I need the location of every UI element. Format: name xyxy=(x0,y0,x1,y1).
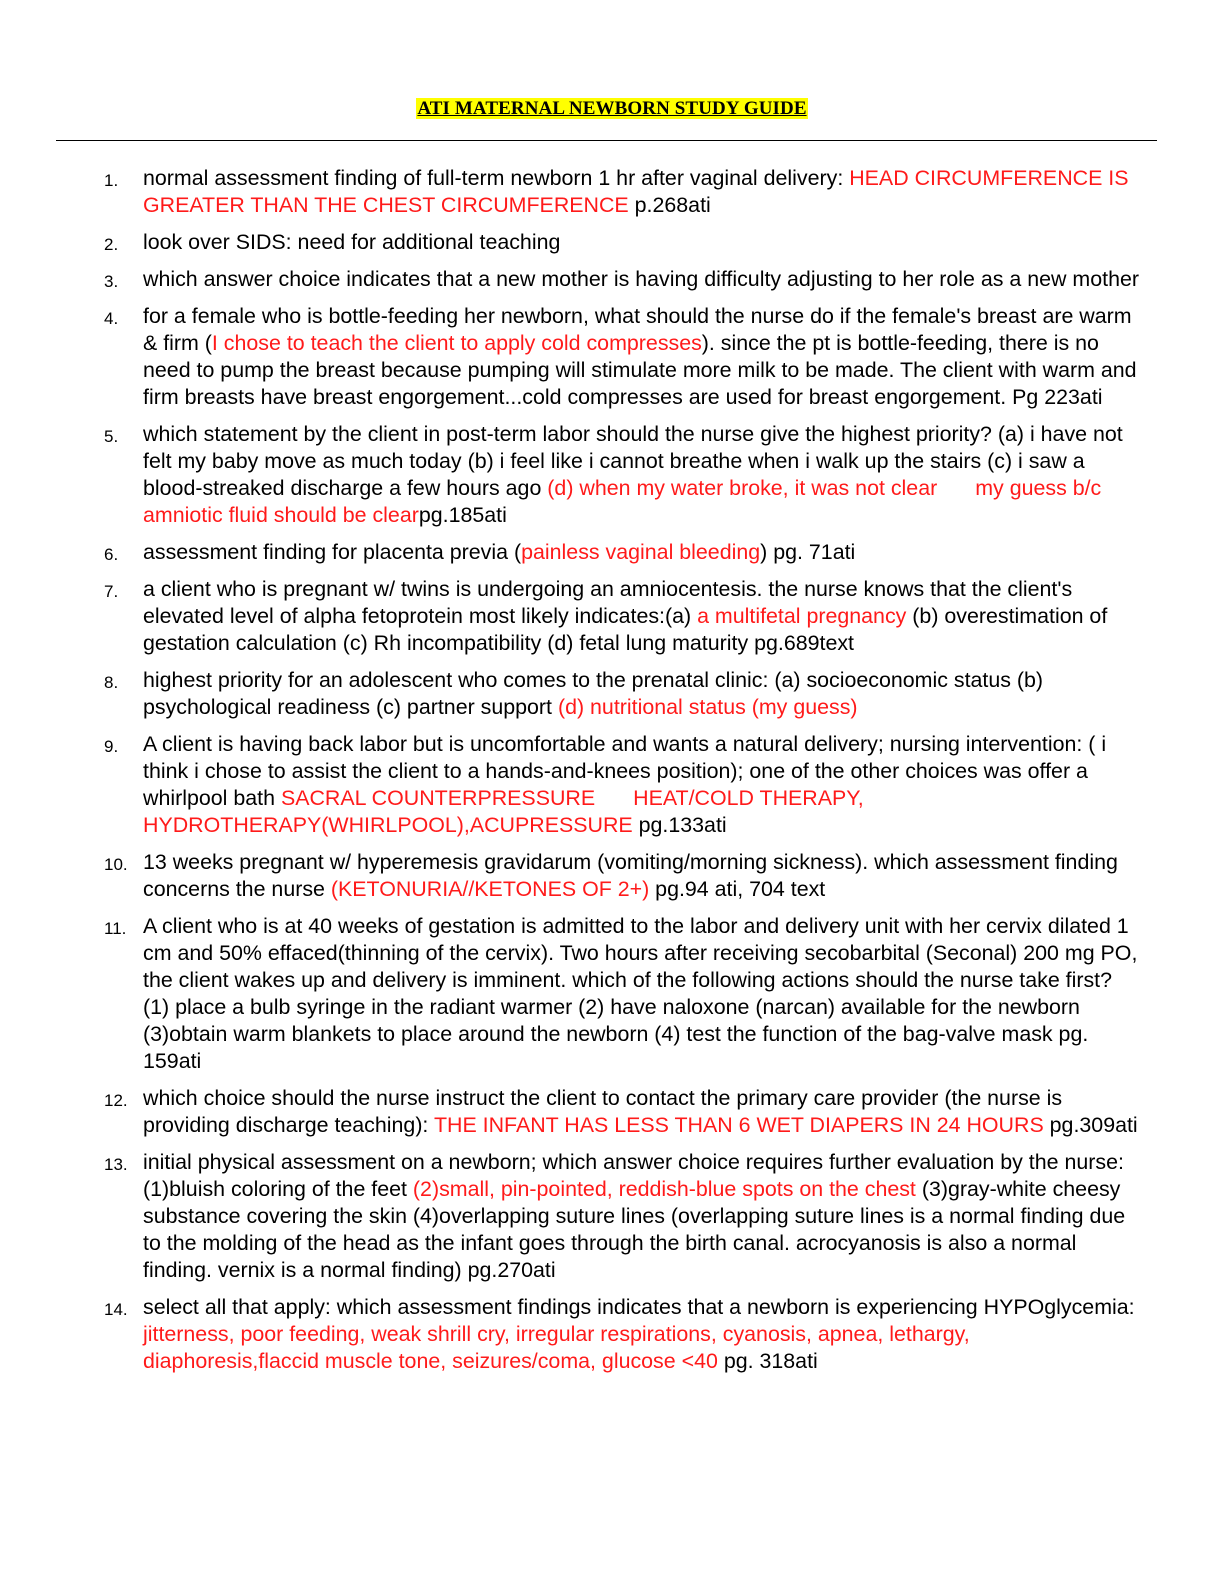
item-number: 10. xyxy=(104,855,128,874)
item-number: 5. xyxy=(104,427,119,446)
list-item: 13. initial physical assessment on a newb… xyxy=(104,1149,1144,1284)
title-divider xyxy=(56,140,1157,141)
answer-text: HEAD CIRCUMFERENCE IS GREATER THAN THE C… xyxy=(143,166,1129,217)
answer-text: I chose to teach the client to apply col… xyxy=(211,331,702,355)
question-text: pg.185ati xyxy=(418,503,507,527)
item-number: 8. xyxy=(104,673,119,692)
list-item: 3. which answer choice indicates that a n… xyxy=(104,266,1144,293)
answer-text: (KETONURIA//KETONES OF 2+) xyxy=(330,877,650,901)
question-text: initial physical assessment on a newborn… xyxy=(143,1150,1124,1201)
list-item: 9. A client is having back labor but is u… xyxy=(104,731,1144,839)
study-guide-list: 1. normal assessment finding of full-term… xyxy=(104,165,1144,1385)
question-text: p.268ati xyxy=(628,193,711,217)
item-number: 11. xyxy=(104,919,127,938)
item-number: 1. xyxy=(104,171,119,190)
item-number: 13. xyxy=(104,1155,128,1174)
question-text: ) pg. 71ati xyxy=(760,540,856,564)
answer-text: THE INFANT HAS LESS THAN 6 WET DIAPERS I… xyxy=(433,1113,1044,1137)
item-number: 7. xyxy=(104,582,119,601)
answer-text: a multifetal pregnancy xyxy=(697,604,907,628)
question-text: highest priority for an adolescent who c… xyxy=(143,668,1044,719)
page-title: ATI MATERNAL NEWBORN STUDY GUIDE xyxy=(416,98,808,119)
answer-text: painless vaginal bleeding xyxy=(521,540,761,564)
question-text: (b) overestimation of gestation calculat… xyxy=(143,604,1108,655)
question-text: A client is having back labor but is unc… xyxy=(143,732,1107,810)
title-container: ATI MATERNAL NEWBORN STUDY GUIDE xyxy=(0,98,1224,120)
answer-text: jitterness, poor feeding, weak shrill cr… xyxy=(143,1322,970,1373)
list-item: 10. 13 weeks pregnant w/ hyperemesis grav… xyxy=(104,849,1144,903)
list-item: 2. look over SIDS: need for additional te… xyxy=(104,229,1144,256)
question-text: pg.133ati xyxy=(632,813,727,837)
item-number: 4. xyxy=(104,309,119,328)
question-text: look over SIDS: need for additional teac… xyxy=(143,230,561,254)
list-item: 7. a client who is pregnant w/ twins is u… xyxy=(104,576,1144,657)
question-text: which choice should the nurse instruct t… xyxy=(143,1086,1063,1137)
item-number: 9. xyxy=(104,737,119,756)
question-text: select all that apply: which assessment … xyxy=(143,1295,1135,1319)
list-item: 5. which statement by the client in post-… xyxy=(104,421,1144,529)
question-text: which answer choice indicates that a new… xyxy=(143,267,1139,291)
list-item: 4. for a female who is bottle-feeding her… xyxy=(104,303,1144,411)
question-text: A client who is at 40 weeks of gestation… xyxy=(143,914,1138,1073)
answer-text: (d) when my water broke, it was not clea… xyxy=(547,476,938,500)
list-item: 8. highest priority for an adolescent who… xyxy=(104,667,1144,721)
list-item: 12. which choice should the nurse instruc… xyxy=(104,1085,1144,1139)
item-number: 2. xyxy=(104,235,119,254)
answer-text: (2)small, pin-pointed, reddish-blue spot… xyxy=(412,1177,916,1201)
item-number: 12. xyxy=(104,1091,128,1110)
question-text: ). since the pt is bottle-feeding, there… xyxy=(143,331,1137,409)
question-text: normal assessment finding of full-term n… xyxy=(143,166,850,190)
item-number: 3. xyxy=(104,272,119,291)
question-text: 13 weeks pregnant w/ hyperemesis gravida… xyxy=(143,850,1118,901)
question-text: which statement by the client in post-te… xyxy=(143,422,1123,500)
item-number: 6. xyxy=(104,545,119,564)
question-text: (3)gray-white cheesy substance covering … xyxy=(143,1177,1126,1282)
answer-text: my guess b/c amniotic fluid should be cl… xyxy=(143,476,1102,527)
question-text: a client who is pregnant w/ twins is und… xyxy=(143,577,1073,628)
answer-text: HEAT/COLD THERAPY, HYDROTHERAPY(WHIRLPOO… xyxy=(143,786,864,837)
item-number: 14. xyxy=(104,1300,128,1319)
list-item: 1. normal assessment finding of full-term… xyxy=(104,165,1144,219)
answer-text: (d) nutritional status (my guess) xyxy=(557,695,858,719)
question-text: pg.94 ati, 704 text xyxy=(649,877,826,901)
list-item: 14. select all that apply: which assessme… xyxy=(104,1294,1144,1375)
list-item: 11. A client who is at 40 weeks of gestat… xyxy=(104,913,1144,1075)
list-item: 6. assessment finding for placenta previa… xyxy=(104,539,1144,566)
question-text: assessment finding for placenta previa ( xyxy=(143,540,522,564)
answer-text: SACRAL COUNTERPRESSURE xyxy=(280,786,596,810)
question-text: pg. 318ati xyxy=(717,1349,818,1373)
question-text: pg.309ati xyxy=(1043,1113,1138,1137)
question-text: for a female who is bottle-feeding her n… xyxy=(143,304,1132,355)
